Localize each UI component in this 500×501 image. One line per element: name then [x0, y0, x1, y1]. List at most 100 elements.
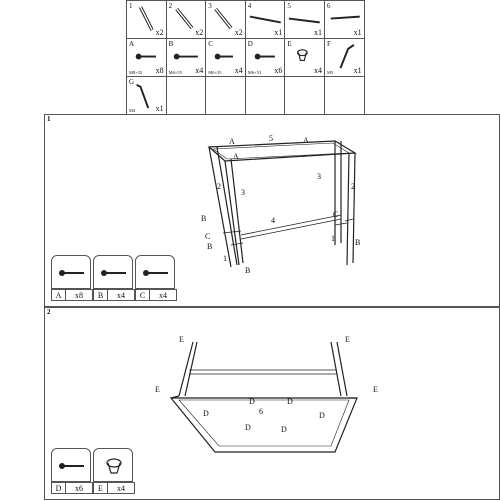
part-cell-G: G M4 x1	[127, 77, 167, 115]
label-3: 3	[317, 172, 321, 181]
label-d: D	[287, 397, 293, 406]
part-cell-6: 6 x1	[325, 1, 365, 39]
label-c: C	[333, 210, 338, 219]
label-a: A	[303, 136, 309, 145]
part-cell-empty	[166, 77, 207, 115]
label-a: A	[229, 137, 235, 146]
part-size: M4	[129, 108, 136, 113]
part-cell-empty	[285, 77, 325, 115]
part-id: 5	[287, 2, 291, 10]
label-d: D	[281, 425, 287, 434]
parts-grid: 1 x2 2 x2 3 x2 4 x1 5 x1 6 x1	[126, 0, 365, 115]
bolt-icon	[51, 255, 91, 289]
label-1: 1	[223, 254, 227, 263]
part-id: G	[129, 78, 135, 86]
label-4: 4	[271, 216, 275, 225]
part-qty: x6	[274, 66, 283, 75]
step-2-diagram: E E E E 6 D D D D D D	[155, 335, 378, 453]
part-cell-3: 3 x2	[206, 1, 246, 39]
label-2: 2	[351, 182, 355, 191]
part-cell-E: E x4	[285, 39, 325, 77]
rail-icon	[249, 15, 281, 24]
label-d: D	[319, 411, 325, 420]
bolt-icon	[135, 53, 156, 60]
part-id: A	[129, 40, 135, 48]
label-c: C	[205, 232, 210, 241]
bolt-icon	[93, 255, 133, 289]
hex-key-icon	[136, 84, 150, 109]
part-cell-D: D M6×53 x6	[245, 39, 286, 77]
part-id: 2	[168, 2, 173, 10]
part-qty: x1	[313, 28, 322, 37]
bolt-icon	[214, 53, 234, 60]
part-cell-5: 5 x1	[285, 1, 325, 39]
part-size: M6×53	[247, 70, 262, 75]
part-id: 1	[129, 2, 133, 10]
hardware-legend	[51, 448, 135, 482]
part-qty: x4	[313, 66, 322, 75]
part-qty: x4	[195, 66, 204, 75]
part-cell-4: 4 x1	[245, 1, 286, 39]
part-id: 6	[327, 2, 331, 10]
part-cell-2: 2 x2	[166, 1, 207, 39]
tube-icon	[214, 7, 233, 30]
part-id: E	[287, 40, 292, 48]
part-cell-empty	[325, 77, 365, 115]
label-a: A	[233, 152, 239, 161]
label-5: 5	[269, 134, 273, 143]
part-cell-1: 1 x2	[127, 1, 167, 39]
label-3: 3	[241, 188, 245, 197]
tube-icon	[174, 7, 193, 30]
part-id: D	[247, 40, 253, 48]
label-e: E	[345, 335, 350, 344]
rail-icon	[289, 17, 321, 24]
part-size: M5	[327, 70, 334, 75]
part-cell-C: C M6×35 x4	[206, 39, 246, 77]
label-b: B	[207, 242, 212, 251]
label-2: 2	[217, 182, 221, 191]
rail-icon	[330, 15, 360, 20]
label-1: 1	[331, 234, 335, 243]
step-number: 1	[47, 115, 51, 123]
bolt-icon	[51, 448, 91, 482]
part-id: 4	[247, 2, 252, 10]
bolt-icon	[173, 53, 198, 60]
part-id: B	[168, 40, 174, 48]
part-size: M8×35	[129, 70, 143, 75]
part-qty: x2	[195, 28, 204, 37]
step-1-panel: 1 A 5 A A	[44, 114, 500, 307]
part-qty: x2	[155, 28, 164, 37]
foot-pad-icon	[93, 448, 133, 482]
label-d: D	[245, 423, 251, 432]
label-b: B	[355, 238, 360, 247]
label-b: B	[245, 266, 250, 275]
step-2-panel: 2 E E E E 6 D D D	[44, 307, 500, 500]
part-qty: x1	[155, 104, 164, 113]
part-qty: x1	[274, 28, 283, 37]
part-size: M6×35	[208, 70, 222, 75]
part-id: F	[327, 40, 331, 48]
step-number: 2	[47, 308, 51, 316]
part-qty: x1	[353, 66, 362, 75]
part-cell-F: F M5 x1	[325, 39, 365, 77]
label-e: E	[155, 385, 160, 394]
label-6: 6	[259, 407, 263, 416]
label-e: E	[373, 385, 378, 394]
part-cell-B: B M6×55 x4	[166, 39, 207, 77]
part-size: M6×55	[168, 70, 182, 75]
label-e: E	[179, 335, 184, 344]
foot-pad-icon	[297, 49, 309, 61]
step-1-diagram: A 5 A A 2 3 3 2 B 4 1 C C B 1 B B	[201, 134, 360, 275]
part-qty: x8	[155, 66, 164, 75]
label-d: D	[249, 397, 255, 406]
part-qty: x1	[353, 28, 362, 37]
part-cell-A: A M8×35 x8	[127, 39, 167, 77]
part-id: 3	[208, 2, 212, 10]
